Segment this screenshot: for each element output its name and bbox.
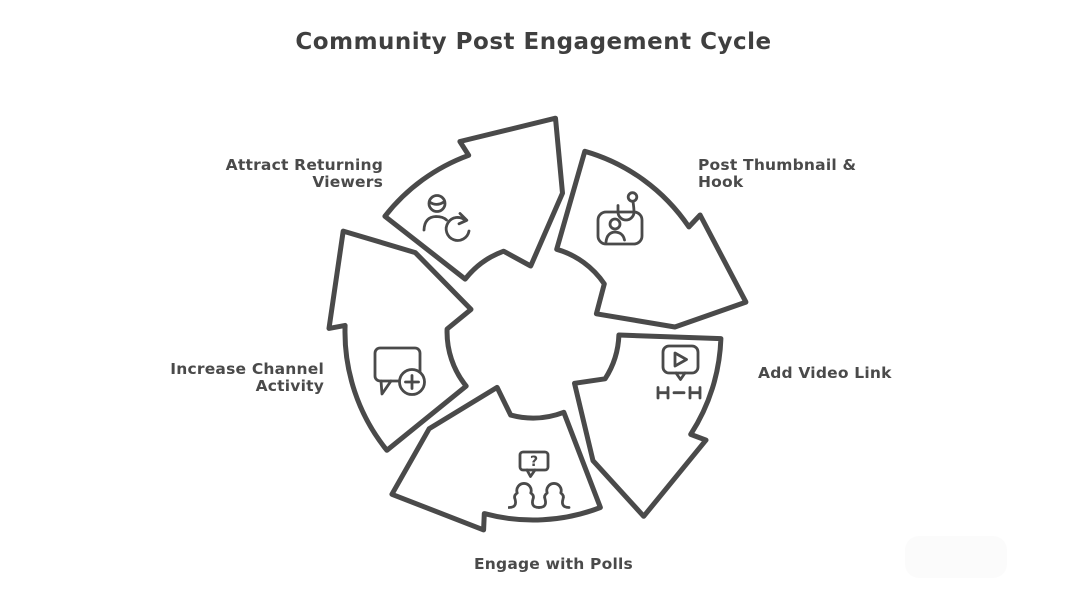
bubble-tail <box>379 379 393 396</box>
link-left <box>656 386 670 400</box>
step-label-post-thumbnail-hook: Post Thumbnail & Hook <box>698 156 857 191</box>
cycle-arrow-attract-returning-viewers <box>382 115 565 282</box>
refresh-arc <box>444 216 471 242</box>
step-label-attract-returning-viewers: Attract Returning Viewers <box>225 156 383 191</box>
refresh-arrowhead <box>457 212 469 226</box>
step-label-add-video-link: Add Video Link <box>758 364 892 382</box>
page-title: Community Post Engagement Cycle <box>295 29 772 55</box>
cycle-arrow-post-thumbnail-hook <box>554 148 749 330</box>
video-link-icon <box>656 344 702 400</box>
question-mark: ? <box>530 454 538 470</box>
cycle-arrow-add-video-link <box>572 332 724 519</box>
speech-plus-icon <box>373 346 426 396</box>
hook-curve <box>616 200 636 222</box>
polls-people-icon: ? <box>508 450 571 509</box>
person-left <box>508 482 541 509</box>
step-label-engage-with-polls: Engage with Polls <box>474 555 633 573</box>
cycle-arrow-increase-channel-activity <box>326 228 474 453</box>
bubble-tail <box>674 371 687 381</box>
user-hair-line <box>428 200 446 206</box>
thumbnail-hook-icon <box>596 191 644 246</box>
link-right <box>688 386 702 400</box>
watermark <box>905 536 1007 578</box>
person-right <box>537 482 571 509</box>
cycle-arrow-engage-with-polls <box>389 384 603 533</box>
user-refresh-icon <box>422 194 471 242</box>
bubble-tail <box>525 468 537 478</box>
step-label-increase-channel-activity: Increase Channel Activity <box>170 360 324 395</box>
hook-eye <box>626 191 639 203</box>
play-icon <box>673 351 688 368</box>
plus-icon <box>404 374 420 390</box>
